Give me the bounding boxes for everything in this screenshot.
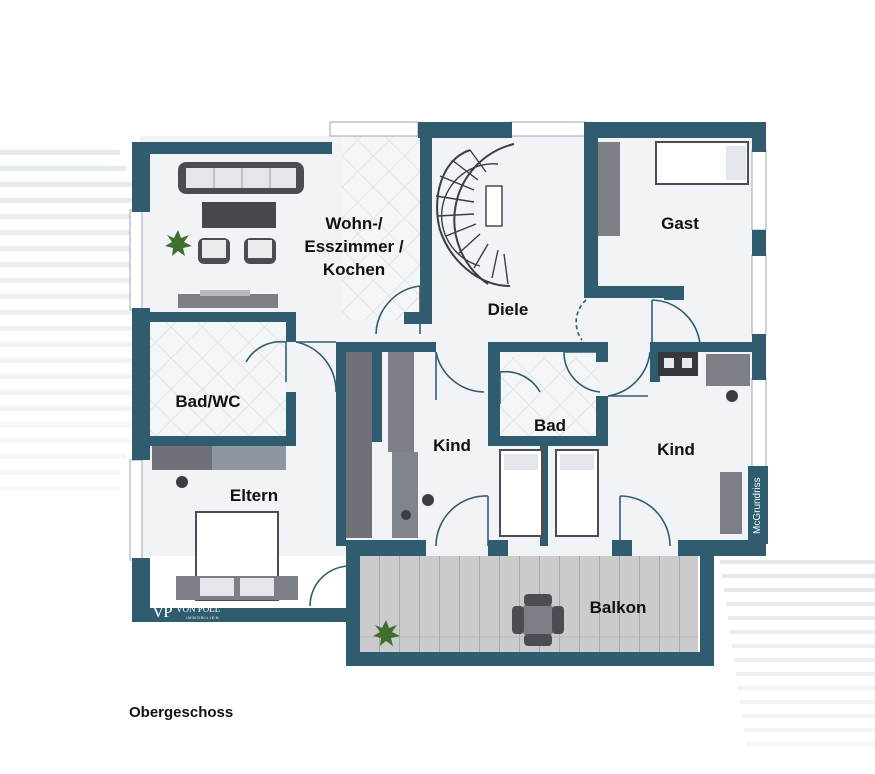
wardrobe-icon — [346, 352, 414, 538]
room-label-eltern: Eltern — [229, 486, 279, 505]
background-stripe — [746, 742, 875, 746]
background-stripe — [742, 714, 875, 718]
background-stripe — [0, 326, 174, 331]
background-stripe — [0, 470, 120, 475]
background-stripe — [724, 588, 875, 592]
logo-sub: IMMOBILIEN — [186, 615, 220, 620]
background-stripe — [0, 422, 138, 427]
background-stripe — [0, 278, 168, 283]
wardrobe-icon — [598, 142, 620, 236]
plant-icon — [165, 230, 192, 256]
background-stripe — [0, 214, 144, 219]
background-stripe — [0, 374, 156, 379]
room-label-kind-1: Kind — [433, 436, 471, 455]
background-stripe — [0, 454, 126, 459]
background-stripe — [0, 310, 180, 315]
floor-areas — [140, 130, 754, 660]
kitchen-counter — [178, 294, 278, 308]
background-stripe — [0, 166, 126, 171]
background-stripe — [0, 294, 174, 299]
room-label-diele: Diele — [487, 300, 529, 319]
background-stripe — [0, 390, 150, 395]
dining-table-icon — [512, 594, 564, 646]
room-label-bad-wc: Bad/WC — [175, 392, 241, 411]
background-stripe — [0, 438, 132, 443]
background-stripe — [0, 406, 144, 411]
room-label-bad: Bad — [533, 416, 567, 435]
desk-chair-icon — [392, 452, 434, 538]
logo-mark: VP — [152, 602, 173, 621]
room-label-wohnen: Wohn-/ Esszimmer / Kochen — [304, 214, 404, 279]
background-stripe — [0, 358, 162, 363]
room-label-balkon: Balkon — [589, 598, 647, 617]
wardrobe-icon — [720, 472, 742, 534]
plant-icon — [373, 620, 400, 646]
doors — [245, 285, 701, 607]
background-stripe — [734, 658, 875, 662]
living-furniture — [178, 162, 304, 308]
background-stripe — [744, 728, 875, 732]
drafter-credit: McGrundriss — [752, 477, 763, 535]
background-stripe — [0, 342, 168, 347]
background-stripe — [728, 616, 875, 620]
background-stripe — [0, 262, 162, 267]
background-stripe — [736, 672, 875, 676]
background-stripe — [0, 246, 156, 251]
floor-caption: Obergeschoss — [129, 704, 234, 721]
background-stripe — [732, 644, 875, 648]
background-stripe — [722, 574, 875, 578]
dining-table-icon — [198, 202, 276, 264]
bed-icon — [176, 511, 298, 601]
background-stripe — [0, 230, 150, 235]
desk-chair-icon — [658, 352, 750, 402]
background-stripe — [740, 700, 875, 704]
background-stripe — [738, 686, 875, 690]
room-label-gast: Gast — [661, 214, 699, 233]
background-stripe — [726, 602, 875, 606]
bed-icon — [499, 449, 599, 537]
background-stripe — [0, 198, 138, 203]
bed-icon — [655, 141, 749, 185]
sofa-icon — [178, 162, 304, 194]
desk-chair-icon — [152, 446, 286, 488]
logo-name: VON POLL — [176, 604, 221, 614]
background-stripe — [0, 486, 120, 491]
background-stripe — [0, 150, 120, 155]
background-stripe — [0, 182, 132, 187]
spiral-staircase-icon — [435, 143, 515, 287]
room-label-kind-2: Kind — [657, 440, 695, 459]
background-stripe — [730, 630, 875, 634]
walls — [132, 122, 766, 666]
background-stripe — [720, 560, 875, 564]
